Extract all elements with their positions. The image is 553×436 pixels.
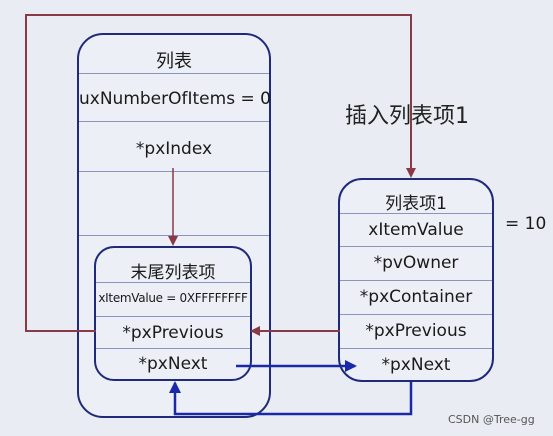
new-item-divider — [340, 213, 492, 214]
end-item-previous: *pxPrevious — [122, 323, 224, 343]
list-divider — [79, 73, 269, 74]
new-item-next: *pxNext — [381, 355, 451, 375]
new-item-title: 列表项1 — [385, 194, 447, 214]
end-previous-arrow — [25, 14, 416, 332]
list-divider — [79, 171, 269, 172]
watermark: CSDN @Tree-gg — [448, 413, 535, 426]
new-item-owner: *pvOwner — [373, 253, 459, 273]
new-item-divider — [340, 246, 492, 247]
new-item-previous: *pxPrevious — [365, 321, 467, 341]
list-divider — [79, 121, 269, 122]
list-divider — [79, 235, 269, 236]
end-item-title: 末尾列表项 — [130, 263, 216, 283]
end-item-divider — [96, 316, 250, 317]
list-index-pointer: *pxIndex — [135, 139, 213, 159]
list-title: 列表 — [156, 51, 192, 72]
new-next-arrow — [169, 381, 413, 416]
end-item-divider — [96, 282, 250, 283]
diagram-heading: 插入列表项1 — [345, 104, 469, 129]
new-item-divider — [340, 314, 492, 315]
end-item-next: *pxNext — [138, 354, 208, 374]
end-item-value: xItemValue = 0XFFFFFFFF — [98, 291, 248, 305]
end-item-box: 末尾列表项 xItemValue = 0XFFFFFFFF *pxPreviou… — [94, 246, 252, 381]
list-item-count: uxNumberOfItems = 0 — [79, 89, 271, 109]
new-item-divider — [340, 348, 492, 349]
new-item-box: 列表项1 xItemValue *pvOwner *pxContainer *p… — [338, 178, 494, 382]
value-annotation: = 10 — [505, 214, 547, 234]
end-item-divider — [96, 348, 250, 349]
new-item-divider — [340, 280, 492, 281]
new-item-value: xItemValue — [368, 220, 464, 240]
new-item-container: *pxContainer — [359, 287, 473, 307]
